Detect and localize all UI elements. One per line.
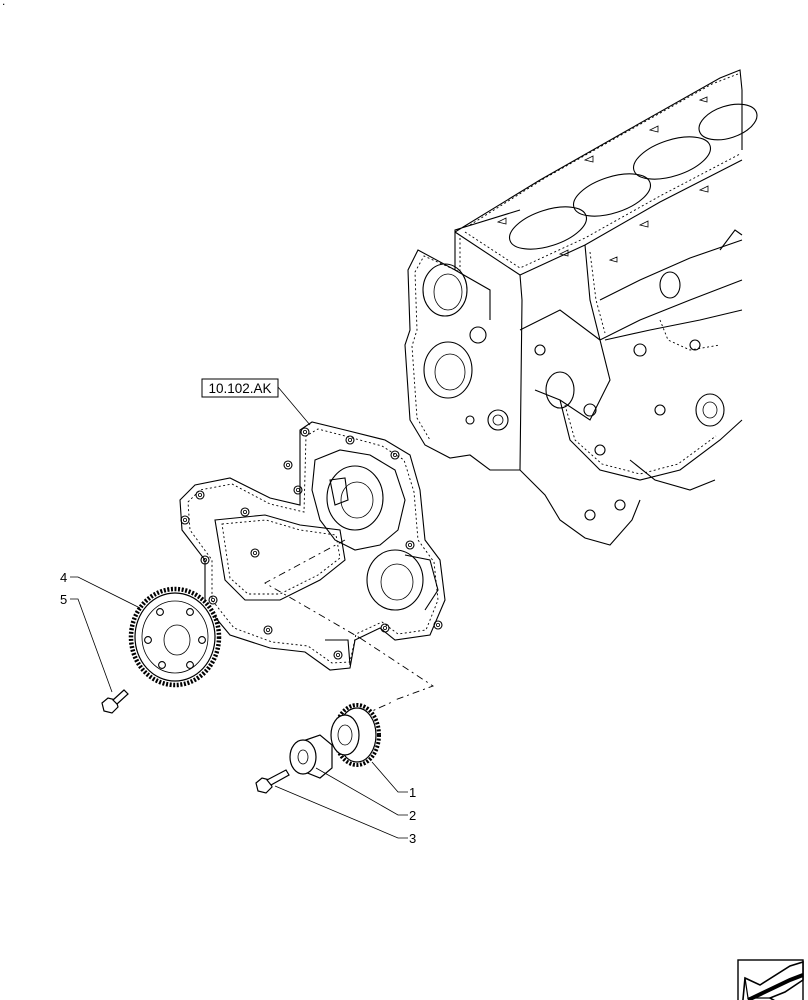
reference-label-box[interactable]: 10.102.AK (201, 378, 279, 398)
hub-spacer-part-2 (289, 734, 333, 779)
timing-cover-housing (179, 421, 446, 671)
corner-mark: . (2, 0, 6, 8)
engine-block (404, 69, 758, 546)
bolt-part-3 (255, 769, 290, 794)
bolt-part-5 (101, 689, 129, 714)
callout-2: 2 (409, 808, 416, 823)
large-idler-gear (128, 586, 222, 688)
callout-1: 1 (409, 785, 416, 800)
callout-5: 5 (60, 592, 67, 607)
leader-lines (70, 386, 408, 839)
callout-3: 3 (409, 831, 416, 846)
reference-label-text[interactable]: 10.102.AK (208, 381, 271, 396)
callout-4: 4 (60, 570, 67, 585)
next-page-arrow-icon[interactable] (737, 959, 804, 1000)
small-gear-part-1 (330, 703, 381, 767)
